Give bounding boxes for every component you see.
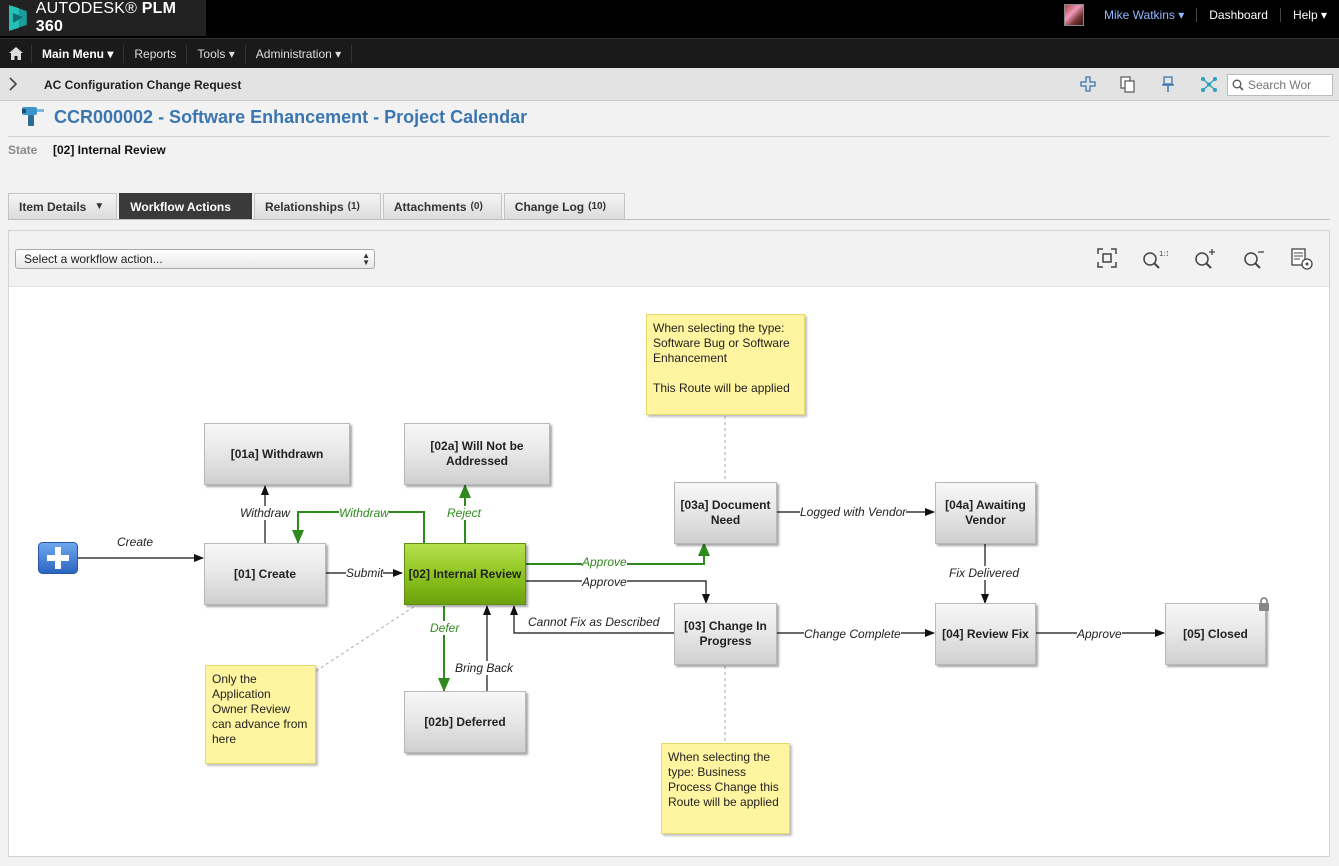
transition-reject[interactable]: Reject bbox=[447, 506, 482, 520]
tab-label: Change Log bbox=[514, 199, 585, 214]
transition-defer[interactable]: Defer bbox=[430, 621, 460, 635]
transition-approve-document[interactable]: Approve bbox=[582, 555, 627, 569]
brand-name: AUTODESK® PLM 360 bbox=[35, 0, 177, 35]
state-withdrawn[interactable]: [01a] Withdrawn bbox=[204, 423, 350, 485]
select-arrows-icon: ▲▼ bbox=[362, 251, 370, 267]
note-business-route: When selecting the type: Business Proces… bbox=[661, 743, 790, 834]
tab-item-details[interactable]: Item Details ▼ bbox=[8, 193, 118, 219]
tab-bar: Item Details ▼ Workflow Actions Relation… bbox=[8, 193, 627, 219]
pin-icon[interactable] bbox=[1161, 76, 1175, 93]
copy-icon[interactable] bbox=[1120, 76, 1136, 93]
state-awaiting-vendor[interactable]: [04a] Awaiting Vendor bbox=[935, 482, 1036, 544]
help-menu[interactable]: Help ▾ bbox=[1292, 8, 1327, 22]
zoom-actual-icon[interactable]: 1:1 bbox=[1142, 248, 1168, 270]
transition-cannot-fix[interactable]: Cannot Fix as Described bbox=[528, 615, 660, 629]
workspace-name: AC Configuration Change Request bbox=[44, 78, 242, 92]
user-nav: Mike Watkins ▾ Dashboard Help ▾ bbox=[1063, 0, 1339, 30]
start-node-plus-icon[interactable] bbox=[38, 542, 78, 574]
search-icon bbox=[1232, 79, 1244, 91]
home-icon bbox=[8, 47, 23, 60]
page-title: CCR000002 - Software Enhancement - Proje… bbox=[54, 107, 528, 127]
search-input[interactable] bbox=[1248, 78, 1330, 92]
state-review-fix[interactable]: [04] Review Fix bbox=[935, 603, 1036, 665]
transition-fix-delivered[interactable]: Fix Delivered bbox=[949, 566, 1020, 580]
transition-create[interactable]: Create bbox=[117, 535, 154, 549]
transition-withdraw-review[interactable]: Withdraw bbox=[339, 506, 389, 520]
state-value: [02] Internal Review bbox=[53, 143, 166, 157]
transition-logged-with-vendor[interactable]: Logged with Vendor bbox=[800, 505, 907, 519]
transition-submit[interactable]: Submit bbox=[346, 566, 384, 580]
chevron-right-icon[interactable] bbox=[8, 77, 18, 91]
tab-count: (10) bbox=[588, 201, 606, 212]
user-menu[interactable]: Mike Watkins ▾ bbox=[1104, 8, 1198, 22]
divider bbox=[8, 219, 1330, 220]
tab-count: (1) bbox=[347, 201, 360, 212]
transition-bring-back[interactable]: Bring Back bbox=[455, 661, 514, 675]
autodesk-logo-icon bbox=[9, 5, 27, 31]
workflow-action-select[interactable]: Select a workflow action... ▲▼ bbox=[15, 249, 375, 269]
lock-icon bbox=[1259, 597, 1269, 611]
transition-change-complete[interactable]: Change Complete bbox=[804, 627, 901, 641]
tab-count: (0) bbox=[470, 201, 483, 212]
zoom-in-icon[interactable] bbox=[1194, 248, 1216, 270]
state-create[interactable]: [01] Create bbox=[204, 543, 326, 605]
state-change-in-progress[interactable]: [03] Change In Progress bbox=[674, 603, 777, 665]
tab-label: Relationships bbox=[264, 199, 344, 214]
state-will-not-be-addressed[interactable]: [02a] Will Not be Addressed bbox=[404, 423, 550, 485]
workflow-toolbar: Select a workflow action... ▲▼ 1:1 bbox=[9, 231, 1329, 287]
transition-withdraw-create[interactable]: Withdraw bbox=[240, 506, 290, 520]
add-icon[interactable] bbox=[1080, 76, 1096, 92]
state-document-need[interactable]: [03a] Document Need bbox=[674, 482, 777, 544]
print-settings-icon[interactable] bbox=[1291, 248, 1315, 272]
drill-icon bbox=[22, 107, 44, 126]
workspace-bar: AC Configuration Change Request bbox=[0, 68, 1339, 101]
tab-label: Workflow Actions bbox=[130, 199, 231, 214]
state-internal-review[interactable]: [02] Internal Review bbox=[404, 543, 526, 605]
caret-down-icon: ▼ bbox=[94, 201, 105, 212]
reports-menu[interactable]: Reports bbox=[124, 44, 188, 63]
select-value: Select a workflow action... bbox=[24, 252, 163, 266]
divider bbox=[8, 136, 1330, 137]
brand[interactable]: AUTODESK® PLM 360 bbox=[0, 0, 206, 36]
tab-workflow-actions[interactable]: Workflow Actions bbox=[119, 193, 252, 219]
note-application-owner: Only the Application Owner Review can ad… bbox=[205, 665, 316, 764]
transition-approve-change[interactable]: Approve bbox=[582, 575, 627, 589]
search-box[interactable] bbox=[1227, 74, 1333, 96]
state-closed[interactable]: [05] Closed bbox=[1165, 603, 1266, 665]
top-bar: AUTODESK® PLM 360 Mike Watkins ▾ Dashboa… bbox=[0, 0, 1339, 38]
home-button[interactable] bbox=[0, 44, 32, 63]
avatar[interactable] bbox=[1063, 4, 1084, 26]
state-label: State bbox=[8, 143, 38, 157]
zoom-out-icon[interactable] bbox=[1243, 248, 1265, 270]
state-deferred[interactable]: [02b] Deferred bbox=[404, 691, 526, 753]
tab-change-log[interactable]: Change Log(10) bbox=[503, 193, 625, 219]
administration-menu[interactable]: Administration ▾ bbox=[246, 44, 353, 63]
transition-approve-close[interactable]: Approve bbox=[1077, 627, 1122, 641]
tools-menu[interactable]: Tools ▾ bbox=[187, 44, 246, 63]
main-menu[interactable]: Main Menu ▾ bbox=[32, 44, 125, 63]
tab-label: Attachments bbox=[393, 199, 467, 214]
dashboard-link[interactable]: Dashboard bbox=[1197, 8, 1281, 22]
tab-attachments[interactable]: Attachments(0) bbox=[382, 193, 502, 219]
main-menu-bar: Main Menu ▾ Reports Tools ▾ Administrati… bbox=[0, 38, 1339, 68]
note-software-route: When selecting the type: Software Bug or… bbox=[646, 314, 805, 415]
svg-text:1:1: 1:1 bbox=[1159, 250, 1168, 258]
tab-relationships[interactable]: Relationships(1) bbox=[253, 193, 381, 219]
tab-label: Item Details bbox=[19, 199, 87, 214]
fit-to-screen-icon[interactable] bbox=[1097, 248, 1117, 268]
workflow-map-icon[interactable] bbox=[1200, 76, 1218, 93]
